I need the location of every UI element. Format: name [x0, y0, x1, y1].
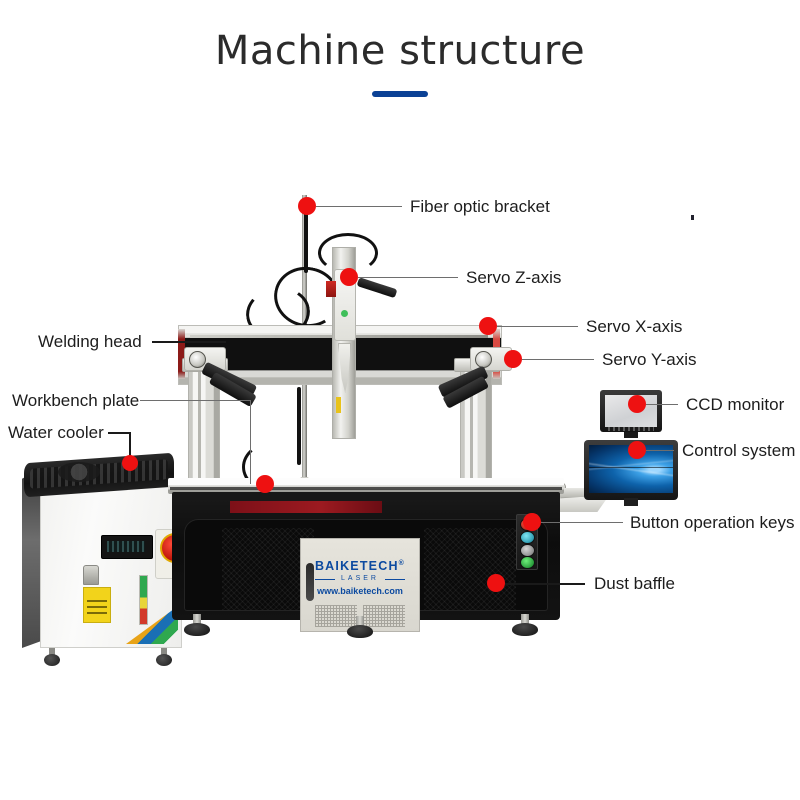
label-fiber-optic-bracket: Fiber optic bracket [410, 197, 550, 216]
adjustable-foot [347, 616, 373, 638]
indicator-button-blue[interactable] [520, 531, 535, 544]
cooler-display-panel [101, 535, 153, 559]
machine-base-cabinet: BAIKETECH® LASER www.baiketech.com [168, 478, 564, 638]
cooler-cabinet [40, 476, 182, 648]
marker-servo-y-axis [504, 350, 522, 368]
image-artifact-speck [691, 215, 694, 220]
leader-water-cooler-h [108, 432, 130, 434]
brand-subtitle: LASER [301, 575, 419, 582]
brand-website: www.baiketech.com [317, 586, 403, 596]
label-button-operation-keys: Button operation keys [630, 513, 795, 532]
x-axis-left-end-cap [178, 329, 185, 379]
marker-dust-baffle [487, 574, 505, 592]
marker-servo-z-axis [340, 268, 358, 286]
start-button-green[interactable] [520, 556, 535, 569]
marker-water-cooler [122, 455, 138, 471]
welding-head-indicator [341, 310, 348, 317]
leader-welding-head [152, 341, 226, 343]
marker-button-operation-keys [523, 513, 541, 531]
marker-fiber-optic-bracket [298, 197, 316, 215]
leader-control-system [646, 450, 674, 451]
cooler-level-gauge [139, 575, 148, 625]
leader-workbench-plate-v [250, 400, 251, 484]
door-handle[interactable] [306, 563, 314, 601]
label-dust-baffle: Dust baffle [594, 574, 675, 593]
monitor-stand [624, 498, 638, 506]
leader-servo-x-axis [497, 326, 578, 327]
cooler-warning-label [83, 587, 111, 623]
dust-baffle-mesh-left [222, 528, 314, 610]
leader-water-cooler-v [129, 432, 131, 464]
z-axis-handle [356, 277, 398, 299]
page-title: Machine structure [214, 28, 586, 74]
leader-dust-baffle [505, 583, 585, 585]
cabinet-red-accent-stripe [230, 501, 382, 513]
title-accent-rule [372, 91, 428, 97]
dust-baffle-mesh-right [424, 528, 516, 610]
label-workbench-plate: Workbench plate [12, 391, 140, 410]
label-servo-x-axis: Servo X-axis [586, 317, 683, 336]
wallpaper-horizon-line [589, 467, 673, 468]
fiber-optic-cable-down [297, 387, 301, 465]
gantry-assembly [178, 195, 548, 505]
cooler-caster [156, 648, 172, 666]
label-control-system: Control system [682, 441, 796, 460]
cooler-color-stripe [126, 606, 178, 644]
welding-head-red-block [326, 281, 336, 297]
z-axis-cable-loop [318, 233, 378, 273]
label-servo-y-axis: Servo Y-axis [602, 350, 697, 369]
cabinet-body: BAIKETECH® LASER www.baiketech.com [172, 492, 560, 632]
ccd-monitor-control-strip[interactable] [608, 427, 654, 431]
brand-name-text: BAIKETECH [314, 559, 399, 573]
brand-registered-mark: ® [398, 559, 406, 567]
servo-z-axis-carriage [326, 247, 360, 439]
adjustable-foot [184, 614, 210, 636]
cooler-valve [83, 565, 99, 585]
ccd-monitor-stand [624, 432, 638, 438]
marker-ccd-monitor [628, 395, 646, 413]
adjustable-foot [512, 614, 538, 636]
label-ccd-monitor: CCD monitor [686, 395, 785, 414]
z-axis-yellow-marker [336, 397, 341, 413]
label-welding-head: Welding head [38, 332, 142, 351]
leader-servo-y-axis [522, 359, 594, 360]
brand-name: BAIKETECH® [301, 559, 419, 573]
leader-servo-z-axis [358, 277, 458, 278]
marker-control-system [628, 441, 646, 459]
leader-ccd-monitor [646, 404, 678, 405]
label-water-cooler: Water cooler [8, 423, 104, 442]
marker-servo-x-axis [479, 317, 497, 335]
leader-fiber-optic-bracket [316, 206, 402, 207]
leader-button-operation-keys [541, 522, 623, 523]
door-vent-right [363, 605, 405, 627]
leader-workbench-plate-h [140, 400, 250, 401]
cooler-caster [44, 648, 60, 666]
cooler-fan [58, 462, 100, 482]
door-vent-left [315, 605, 357, 627]
cooler-side-panel [22, 468, 42, 648]
label-servo-z-axis: Servo Z-axis [466, 268, 562, 287]
marker-workbench-plate [256, 475, 274, 493]
fiber-optic-cable-segment [304, 209, 308, 273]
